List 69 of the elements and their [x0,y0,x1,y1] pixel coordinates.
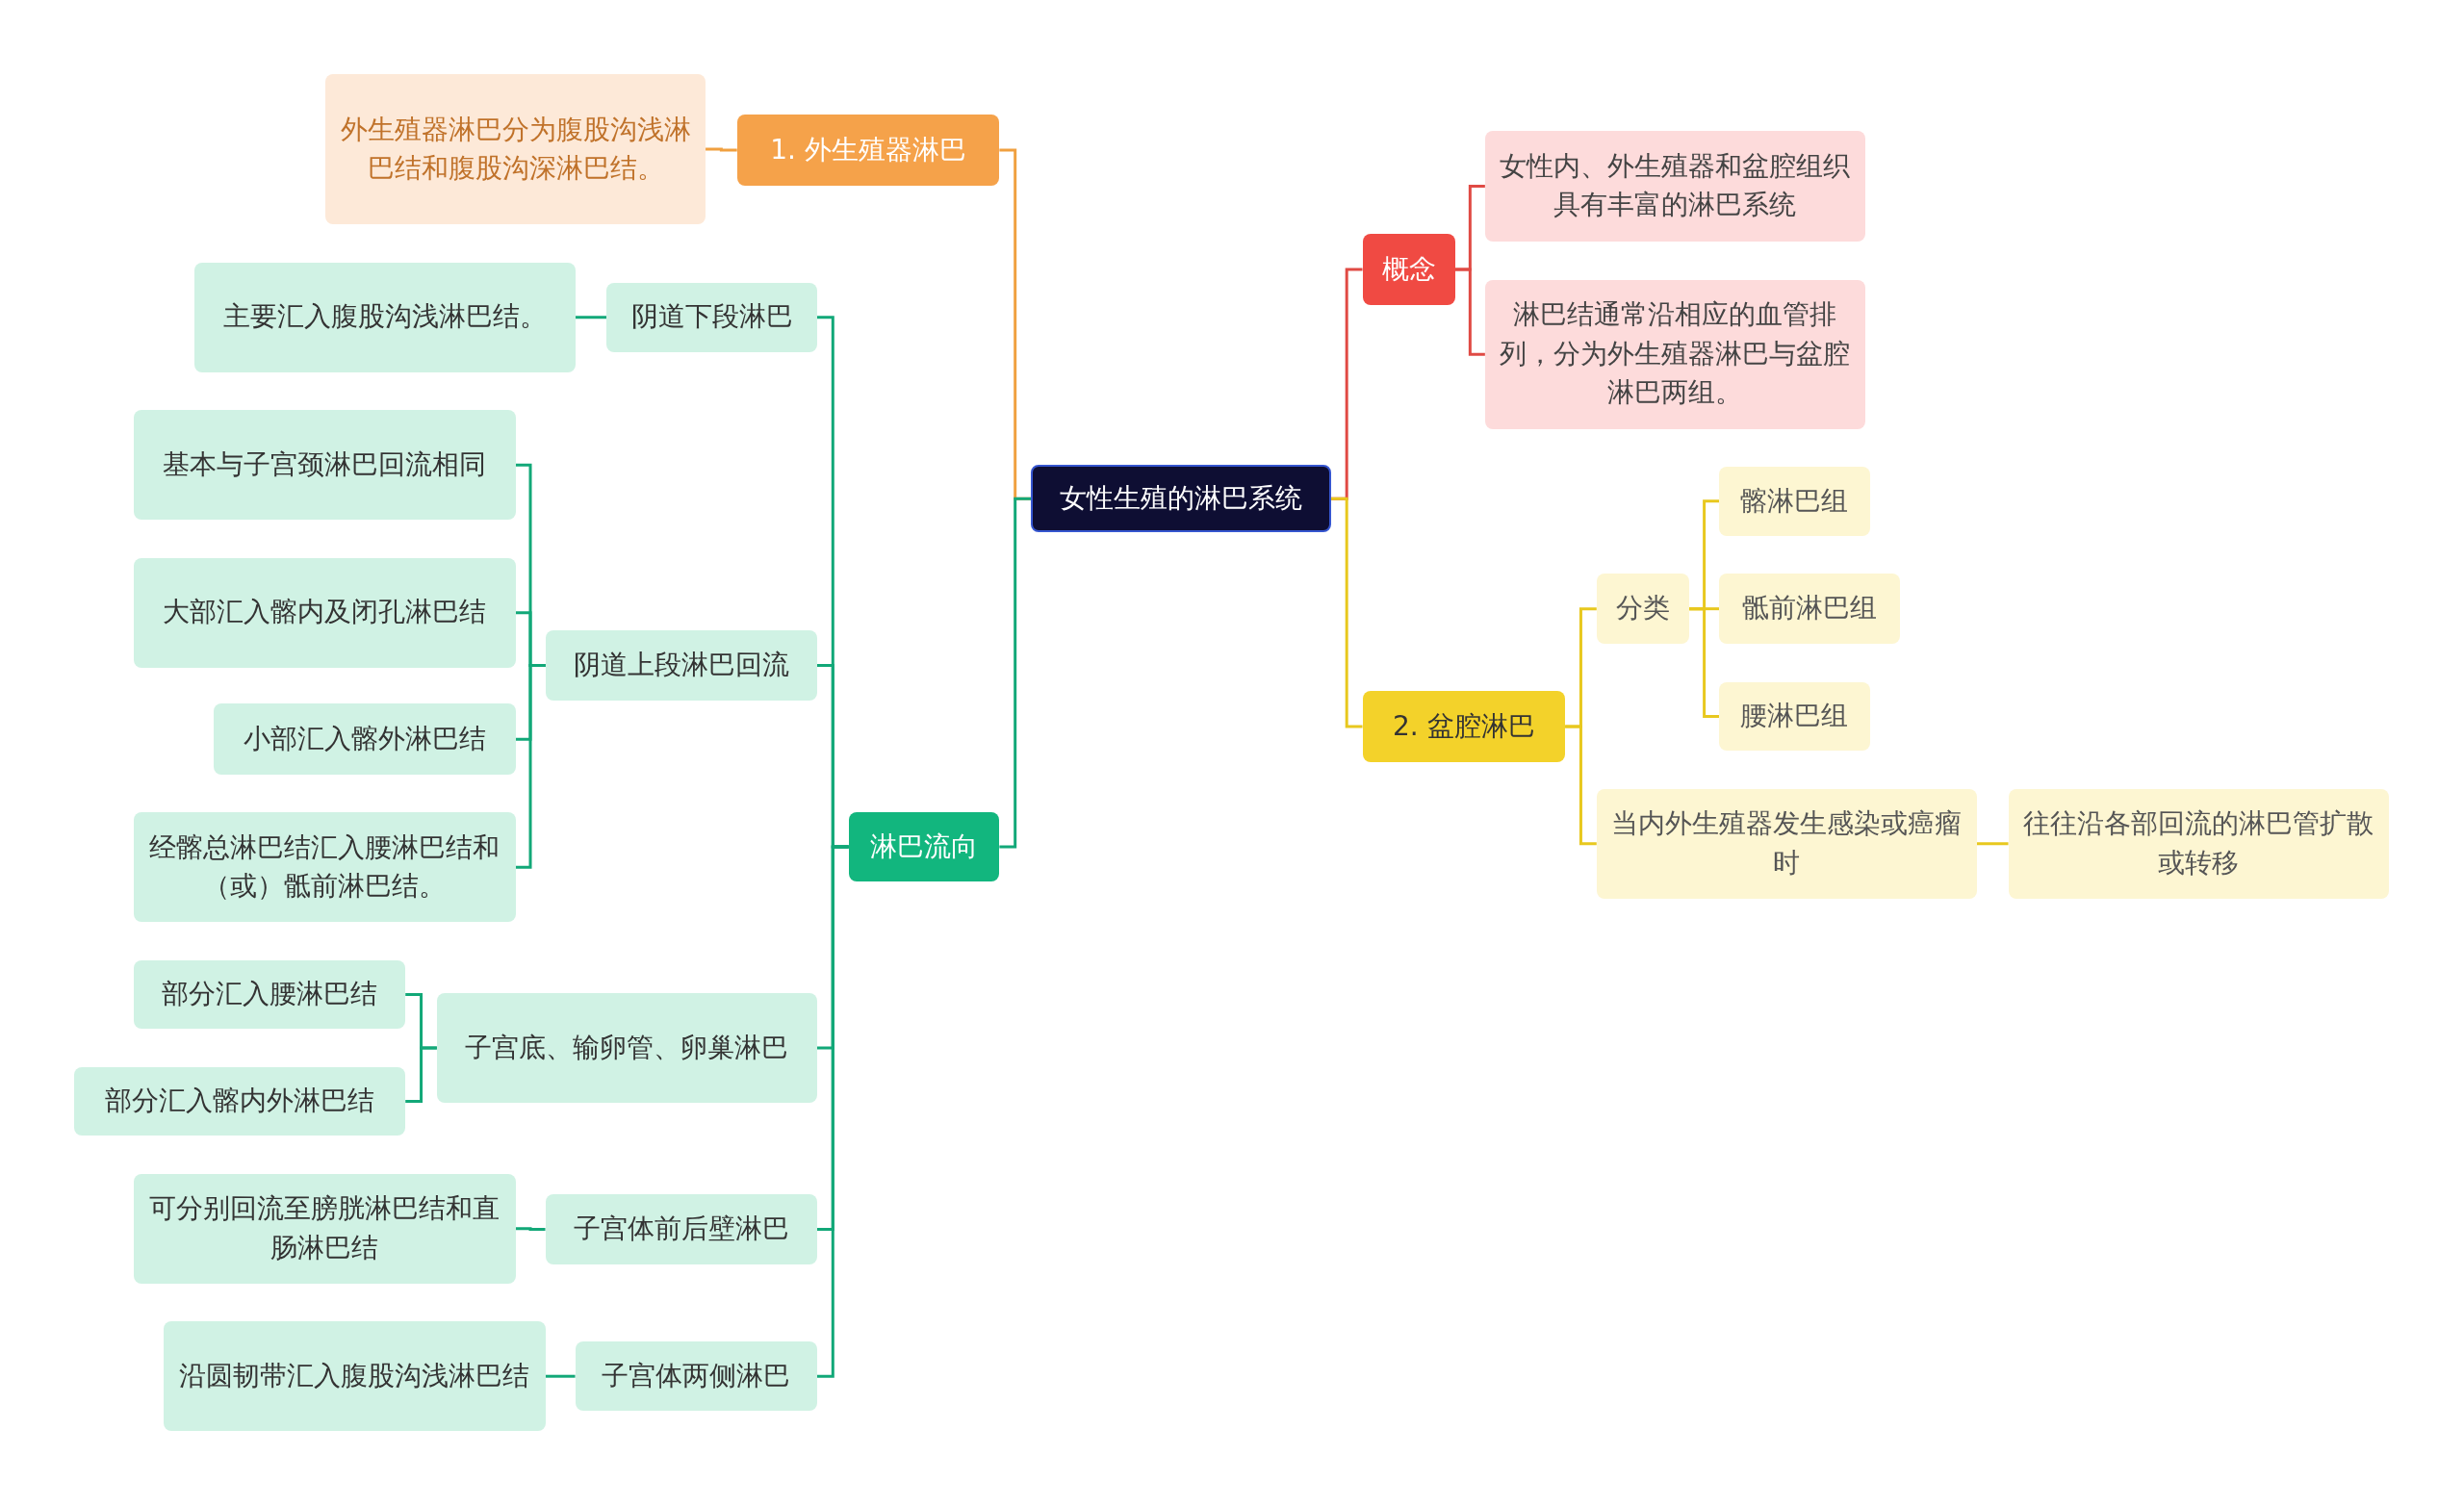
topic-text: 部分汇入腰淋巴结 [162,977,377,1012]
subtopic-node [1484,130,1865,242]
topic-text: 外生殖器淋巴分为腹股沟浅淋巴结和腹股沟深淋巴结。 [339,112,692,187]
topic-text: 大部汇入髂内及闭孔淋巴结 [163,595,487,630]
subtopic-node [1719,573,1900,645]
topic-text: 概念 [1381,251,1436,287]
topic-text: 当内外生殖器发生感染或癌瘤时 [1610,806,1964,881]
topic-text: 小部汇入髂外淋巴结 [243,721,486,756]
topic-text: 2. 盆腔淋巴 [1393,708,1535,744]
subtopic-node [73,1066,406,1136]
subtopic-node [1596,788,1977,899]
connector-line [405,1046,437,1103]
branch-topic [736,115,1000,186]
topic-text: 基本与子宫颈淋巴回流相同 [163,447,487,482]
branch-topic [848,812,1000,881]
subtopic-node [1719,681,1870,752]
topic-text: 分类 [1615,591,1670,626]
connector-line [575,316,607,319]
topic-text: 部分汇入髂内外淋巴结 [104,1084,374,1119]
topic-text: 腰淋巴组 [1740,699,1849,734]
subtopic-node [133,959,406,1030]
subtopic-node [133,812,516,923]
topic-text: 骶前淋巴组 [1742,591,1877,626]
connector-line [1689,607,1720,718]
topic-text: 主要汇入腹股沟浅淋巴结。 [223,299,547,335]
subtopic-node [1484,279,1865,429]
central-topic [1031,465,1331,533]
branch-topic [1362,691,1566,762]
topic-text: 可分别回流至膀胱淋巴结和直肠淋巴结 [148,1191,501,1265]
subtopic-node [133,1173,516,1284]
subtopic-node [133,557,516,668]
topic-text: 经髂总淋巴结汇入腰淋巴结和（或）骶前淋巴结。 [148,830,501,905]
topic-text: 淋巴结通常沿相应的血管排列，分为外生殖器淋巴与盆腔淋巴两组。 [1499,297,1852,411]
subtopic-node [1719,466,1870,536]
topic-text: 淋巴流向 [870,829,978,864]
topic-text: 子宫体两侧淋巴 [602,1358,791,1393]
subtopic-node [545,1193,817,1265]
subtopic-node [194,262,576,372]
topic-text: 往往沿各部回流的淋巴管扩散或转移 [2022,806,2375,881]
topic-text: 子宫体前后壁淋巴 [573,1212,789,1247]
connector-line [545,1374,576,1378]
topic-text: 阴道上段淋巴回流 [573,648,789,683]
topic-text: 1. 外生殖器淋巴 [770,132,966,167]
connector-line [515,1227,546,1232]
subtopic-node [1596,573,1690,645]
connector-line [817,845,849,1378]
subtopic-node [436,992,817,1104]
connector-line [1565,725,1597,846]
subtopic-node [545,629,817,702]
topic-text: 髂淋巴组 [1740,483,1849,519]
subtopic-node [324,73,706,225]
connector-line [1454,268,1485,356]
topic-text: 女性生殖的淋巴系统 [1059,481,1302,517]
subtopic-node [163,1321,546,1432]
subtopic-node [575,1341,817,1412]
connector-line [515,663,546,869]
subtopic-node [133,410,516,521]
subtopic-node [214,703,516,775]
connector-line [1330,497,1363,728]
connector-line [1976,842,2009,846]
branch-topic [1362,234,1455,305]
connector-line [999,497,1031,849]
connector-line [706,147,737,152]
topic-text: 子宫底、输卵管、卵巢淋巴 [465,1030,789,1065]
subtopic-node [2008,788,2389,899]
topic-text: 沿圆韧带汇入腹股沟浅淋巴结 [179,1358,530,1393]
subtopic-node [606,282,817,352]
topic-text: 阴道下段淋巴 [630,299,793,335]
topic-text: 女性内、外生殖器和盆腔组织具有丰富的淋巴系统 [1499,148,1852,223]
